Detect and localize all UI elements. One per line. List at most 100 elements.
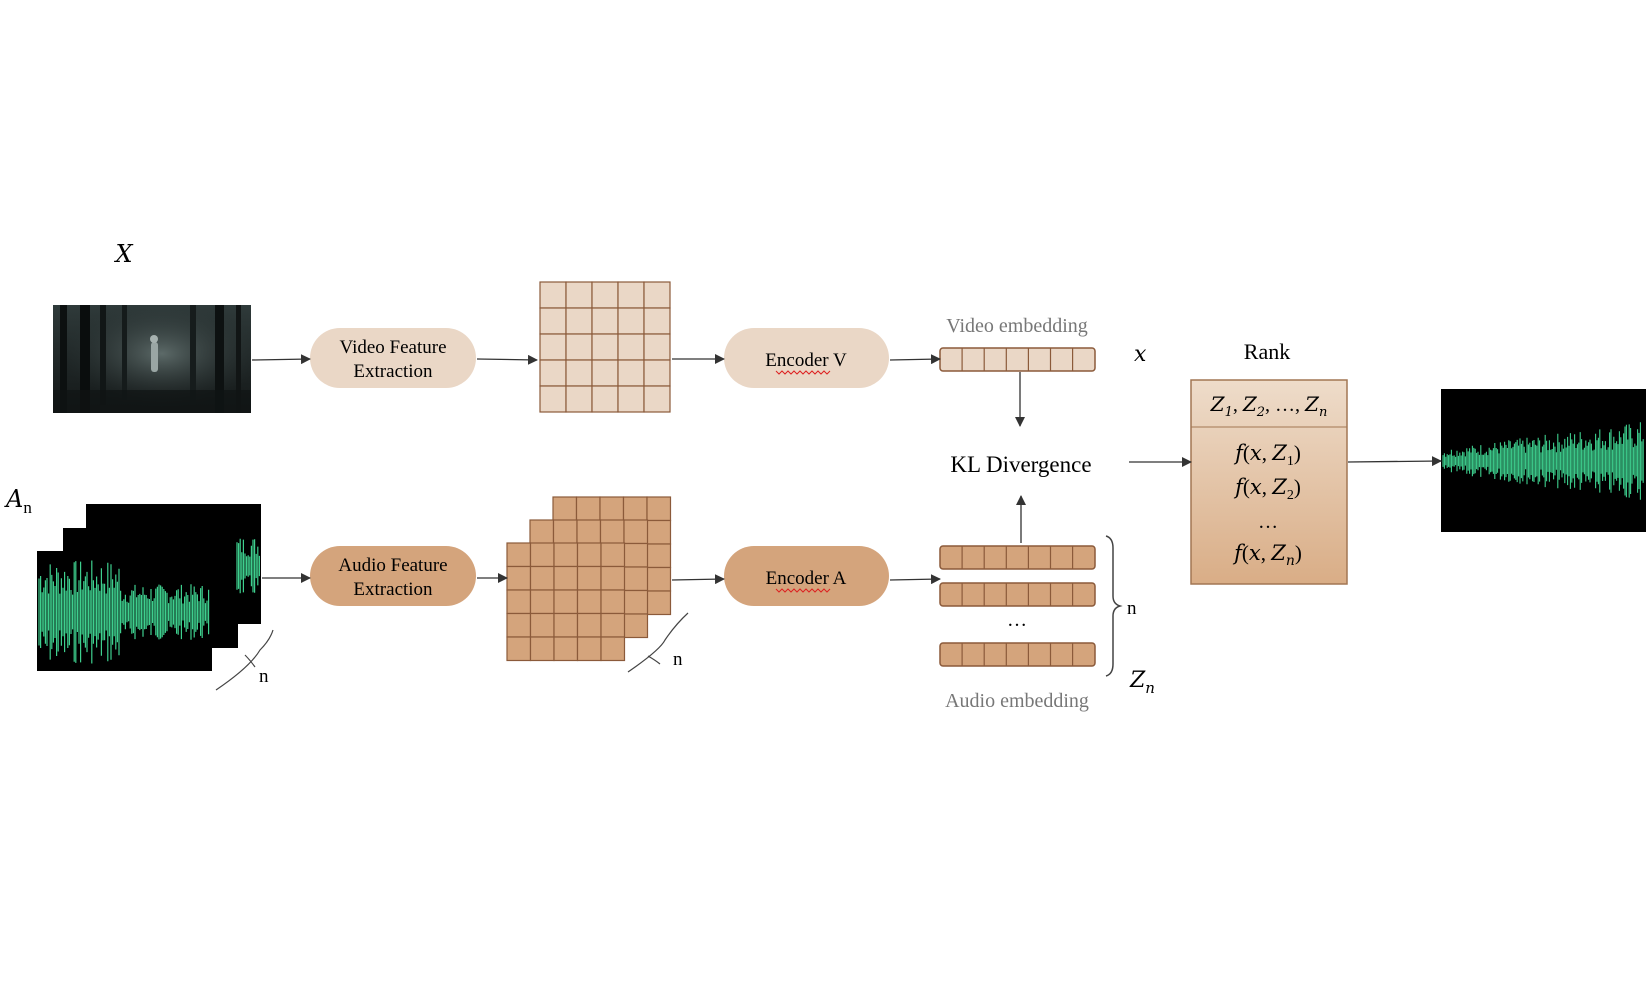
grid-cell: [643, 281, 671, 309]
arrow-video-to-feature: [251, 354, 311, 365]
grid-cell: [600, 636, 626, 662]
grid-cell: [565, 281, 593, 309]
encoder-v-label: Encoder V: [765, 350, 847, 371]
grid-cell: [529, 542, 555, 568]
audio-feature-label-line1: Audio Feature: [338, 555, 447, 576]
grid-cell: [506, 565, 532, 591]
grid-cell: [600, 612, 626, 638]
audio-feature-grid-stack: [506, 496, 672, 662]
audio-stack-brace: [215, 629, 274, 691]
grid-cell: [529, 612, 555, 638]
video-embedding-vector: [939, 347, 1096, 372]
arrow-feature-to-grid: [476, 354, 538, 365]
video-frame-image: [53, 305, 251, 413]
audio-embedding-label: Audio embedding: [945, 690, 1089, 712]
grid-cell: [576, 565, 602, 591]
grid-cell: [539, 281, 567, 309]
audio-embedding-vectors: [939, 545, 1096, 667]
grid-cell: [591, 281, 619, 309]
grid-cell: [600, 589, 626, 615]
x-symbol: x: [1134, 342, 1147, 367]
audio-embedding-ellipsis: …: [1007, 609, 1027, 631]
audio-embedding-vector-box: [939, 582, 1096, 607]
grid-cell: [617, 281, 645, 309]
grid-cell: [600, 542, 626, 568]
grid-cell: [623, 613, 649, 639]
arrow-rank-to-output: [1347, 456, 1442, 467]
rank-ellipsis: …: [1258, 511, 1278, 533]
grid-cell: [576, 612, 602, 638]
embeddings-brace: [1105, 535, 1123, 677]
video-embedding-label: Video embedding: [946, 315, 1088, 337]
rank-header: Z1, Z2, …, Zn: [1210, 392, 1328, 420]
kl-divergence-label: KL Divergence: [950, 452, 1091, 477]
rank-label: Rank: [1244, 339, 1290, 364]
grid-cell: [565, 385, 593, 413]
grid-cell: [623, 566, 649, 592]
grid-cell: [600, 565, 626, 591]
grid-cell: [599, 519, 625, 545]
grid-cell: [529, 589, 555, 615]
embeddings-n-label: n: [1127, 598, 1137, 619]
arrow-encoder-v-to-embed: [889, 354, 941, 365]
audio-stack-n-label: n: [259, 666, 269, 687]
grid-cell: [576, 519, 602, 545]
rank-box: Z1, Z2, …, Zn f(x, Z1) f(x, Z2) … f(x, Z…: [1190, 379, 1348, 585]
grid-cell: [565, 333, 593, 361]
encoder-v-node: Encoder V: [724, 328, 889, 388]
flow-arrows: [251, 354, 1442, 585]
audio-input-label: An: [4, 485, 32, 517]
grid-cell: [623, 519, 649, 545]
video-feature-grid: [539, 281, 671, 413]
grid-cell: [646, 496, 672, 522]
grid-cell: [643, 385, 671, 413]
video-embedding-vector-box: [939, 347, 1096, 372]
grid-cell: [539, 333, 567, 361]
grid-cell: [506, 589, 532, 615]
audio-spectrogram-stack: [37, 504, 261, 671]
grid-cell: [643, 333, 671, 361]
grid-cell: [591, 385, 619, 413]
arrow-encoder-a-to-embed: [889, 574, 941, 585]
grid-cell: [565, 307, 593, 335]
audio-feature-extraction-node: Audio Feature Extraction: [310, 546, 476, 606]
grid-cell: [643, 307, 671, 335]
rank-score-row: f(x, Z2): [1233, 475, 1301, 503]
arrow-grid-to-encoder-a: [671, 574, 725, 585]
grid-cell: [591, 333, 619, 361]
grid-cell: [553, 542, 579, 568]
output-audio-image: [1441, 389, 1646, 532]
grid-cell: [565, 359, 593, 387]
encoder-a-node: Encoder A: [724, 546, 889, 606]
grid-cell: [529, 565, 555, 591]
grid-cell: [506, 542, 532, 568]
grid-cell: [553, 565, 579, 591]
grid-cell: [622, 496, 648, 522]
grid-cell: [591, 359, 619, 387]
grid-cell: [539, 359, 567, 387]
grid-cell: [576, 542, 602, 568]
grid-cell: [539, 307, 567, 335]
audio-embedding-vector-box: [939, 545, 1096, 570]
encoder-a-label: Encoder A: [766, 568, 847, 589]
grid-cell: [553, 589, 579, 615]
audio-embedding-vector-box: [939, 642, 1096, 667]
grid-cell: [552, 496, 578, 522]
video-feature-label-line2: Extraction: [353, 361, 433, 382]
audio-feature-label-line2: Extraction: [353, 579, 433, 600]
grid-cell: [623, 542, 649, 568]
grid-cell: [552, 519, 578, 545]
grid-cell: [617, 359, 645, 387]
grid-cell: [617, 385, 645, 413]
feature-stack-brace: [627, 612, 689, 673]
video-feature-extraction-node: Video Feature Extraction: [310, 328, 476, 388]
zn-symbol: Zn: [1129, 668, 1155, 697]
grid-cell: [576, 636, 602, 662]
grid-cell: [506, 636, 532, 662]
grid-cell: [591, 307, 619, 335]
grid-cell: [506, 612, 532, 638]
video-input-label: X: [113, 240, 133, 268]
rank-score-row: f(x, Z1): [1233, 441, 1301, 469]
grid-cell: [643, 359, 671, 387]
grid-cell: [553, 636, 579, 662]
